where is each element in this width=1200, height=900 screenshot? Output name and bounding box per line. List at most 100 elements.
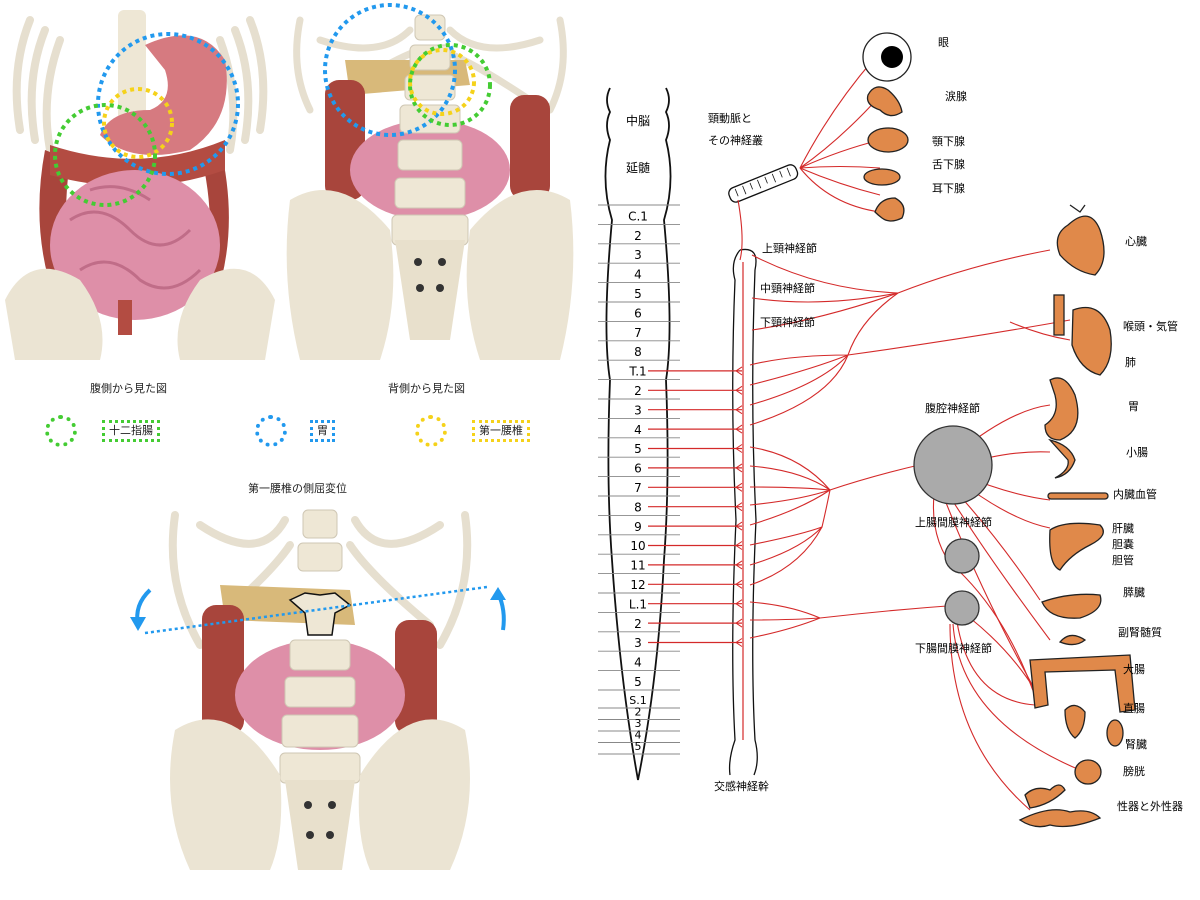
superior-mesenteric-ganglion-label: 上腸間膜神経節 (915, 515, 992, 529)
organ-label-larynx: 喉頭・気管 (1123, 319, 1178, 333)
stomach (100, 35, 227, 155)
l1-marker-circle (102, 87, 174, 159)
lateral-flexion-illustration (130, 505, 506, 870)
organs (862, 32, 1136, 828)
organ-label-kidney: 腎臓 (1125, 738, 1147, 751)
superior-cervical-ganglion-label: 上頸神経節 (762, 241, 817, 255)
inferior-mesenteric-ganglion-label: 下腸間膜神経節 (915, 641, 992, 655)
segment-label: 4 (634, 656, 642, 670)
segment-label: 6 (634, 306, 642, 320)
sacrum (285, 780, 355, 870)
sacrum (395, 240, 465, 340)
organ-label-stomach: 胃 (1128, 400, 1139, 413)
sublingual-gland-icon (863, 168, 901, 186)
synapse-marker (735, 405, 743, 415)
synapse-marker (735, 366, 743, 376)
segmental-nerves (648, 366, 743, 647)
vertebral-column (279, 509, 361, 784)
synapse-marker (735, 579, 743, 589)
segment-label: 3 (634, 248, 642, 262)
organ-label-eye: 眼 (938, 36, 949, 49)
legend-stomach-swatch (255, 415, 287, 447)
segment-label: 3 (634, 403, 642, 417)
segment-label: 4 (634, 423, 642, 437)
heart-icon (1056, 215, 1105, 276)
nerve-connections (737, 59, 1081, 811)
spinal-cord-outline (604, 87, 672, 781)
synapse-marker (735, 638, 743, 647)
pancreas-icon (1041, 593, 1102, 619)
synapse-marker (735, 618, 743, 628)
segment-label: 5 (634, 675, 642, 689)
sympathetic-trunk-left (728, 249, 741, 776)
left-pelvis (286, 190, 394, 360)
segment-label: C.1 (628, 209, 648, 223)
sympathetic-trunk-right (739, 248, 758, 776)
segment-label: 2 (634, 617, 642, 631)
segment-label: 5 (635, 740, 642, 753)
organ-label-heart: 心臓 (1125, 235, 1147, 248)
rectum-icon (1064, 704, 1086, 739)
displaced-l1-vertebra (288, 592, 352, 636)
organ-label-gallbladder: 胆嚢 (1112, 537, 1134, 551)
midbrain-label: 中脳 (626, 113, 650, 128)
sacral-foramina (414, 258, 446, 292)
organ-label-sublingual: 舌下腺 (932, 157, 965, 171)
adrenal-icon (1058, 634, 1087, 646)
lateral-flexion-caption: 第一腰椎の側屈変位 (248, 482, 347, 495)
back-view-caption: 背側から見た図 (388, 382, 465, 395)
segment-label: T.1 (628, 365, 646, 379)
organ-label-parotid: 耳下腺 (932, 181, 965, 195)
organ-label-liver: 肝臓 (1112, 522, 1134, 535)
stomach-marker-circle (323, 3, 457, 137)
inferior-cervical-ganglion-label: 下頸神経節 (760, 315, 815, 329)
large-intestine-icon (1029, 654, 1136, 713)
legend-duodenum-swatch (45, 415, 77, 447)
segment-label: 2 (634, 384, 642, 398)
submandibular-gland-icon (867, 127, 909, 153)
l1-marker-circle (408, 48, 476, 116)
liver-icon (1049, 522, 1104, 571)
visceral-vessels-icon (1047, 492, 1109, 500)
arrow-head-icon (130, 617, 146, 631)
segment-label: 5 (634, 442, 642, 456)
middle-cervical-ganglion-label: 中頸神経節 (760, 281, 815, 295)
celiac-ganglion-label: 腹腔神経節 (925, 401, 980, 415)
segment-divider-lines (598, 204, 680, 755)
segment-label: 8 (634, 500, 642, 514)
small-intestine-icon (1048, 438, 1076, 479)
segment-label: 2 (634, 229, 642, 243)
pupil (881, 46, 903, 68)
synapse-marker (735, 444, 743, 453)
medulla-label: 延髄 (626, 160, 650, 175)
segment-label: 10 (630, 539, 645, 553)
segment-label: 7 (634, 326, 642, 340)
segment-label: 6 (634, 462, 642, 476)
segment-label: 7 (634, 481, 642, 495)
right-pelvis (358, 719, 470, 870)
rectum (118, 300, 132, 335)
intestine-folds (69, 185, 202, 290)
rib-cage (12, 16, 268, 154)
synapse-marker (735, 385, 743, 395)
larynx-trachea-icon (1053, 294, 1065, 336)
internal-genitals-icon (1024, 784, 1066, 809)
left-pelvis (170, 719, 282, 870)
synapse-marker (735, 599, 743, 609)
organ-label-lung: 肺 (1125, 356, 1136, 369)
segment-label: 12 (630, 578, 645, 592)
segment-label: 4 (634, 268, 642, 282)
kidney-icon (1106, 719, 1124, 747)
legend-l1-label: 第一腰椎 (472, 420, 530, 442)
synapse-marker (735, 560, 743, 570)
organ-label-genitals: 性器と外性器 (1117, 799, 1183, 813)
arrow-head-icon (490, 587, 506, 600)
duodenum-marker-circle (408, 43, 492, 127)
segment-label: S.1 (629, 694, 646, 707)
right-colon (395, 620, 437, 735)
sympathetic-trunk-label: 交感神経幹 (714, 779, 769, 793)
back-view-illustration (280, 0, 580, 370)
synapse-marker (735, 502, 743, 512)
superior-mesenteric-ganglion (944, 538, 980, 574)
segment-label: 9 (634, 520, 642, 534)
